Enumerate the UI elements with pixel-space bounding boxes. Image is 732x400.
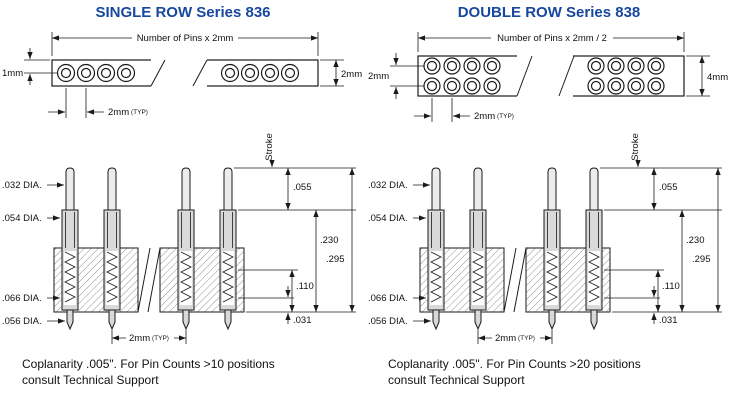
dim-tail-label: .031 <box>659 315 678 326</box>
coplanarity-note-line1: Coplanarity .005". For Pin Counts >10 po… <box>22 357 275 371</box>
dim-overall-label: .295 <box>326 254 345 265</box>
dia-body-label: .066 DIA. <box>2 293 42 304</box>
diameter-callouts: .032 DIA. .054 DIA. .066 DIA. .056 DIA. <box>368 180 431 327</box>
height-dimension-stack: .055 .230 .110 .031 .295 Stroke <box>600 133 722 326</box>
typ-label: (TYP) <box>152 335 169 342</box>
pin-hole <box>96 63 116 83</box>
pogo-pin <box>219 167 237 330</box>
coplanarity-note-line2: consult Technical Support <box>22 373 159 387</box>
dia-tail-label: .056 DIA. <box>2 316 42 327</box>
typ-label: (TYP) <box>518 335 535 342</box>
pin-hole <box>607 57 625 75</box>
typ-label: (TYP) <box>497 113 514 120</box>
pitch-dimension-label: 2mm <box>474 111 495 122</box>
row-pitch-dimension: 2mm <box>368 53 424 99</box>
offset-dimension: 1mm <box>2 48 58 85</box>
pin-hole <box>76 63 96 83</box>
pogo-pin <box>585 167 603 330</box>
height-dimension-label: 2mm <box>341 69 362 80</box>
pin-hole <box>260 63 280 83</box>
pin-hole <box>443 77 461 95</box>
pin-hole <box>463 77 481 95</box>
pin-hole <box>220 63 240 83</box>
dim-body-label: .230 <box>320 235 339 246</box>
double-row-cross-section: .032 DIA. .054 DIA. .066 DIA. .056 DIA. … <box>368 133 722 344</box>
stroke-label: Stroke <box>264 133 275 160</box>
width-dimension-label: Number of Pins x 2mm / 2 <box>497 33 607 44</box>
dim-body-label: .230 <box>686 235 705 246</box>
pin-hole <box>587 57 605 75</box>
pin-hole <box>240 63 260 83</box>
pin-hole <box>627 77 645 95</box>
pogo-pin <box>177 167 195 330</box>
stroke-label: Stroke <box>630 133 641 160</box>
pin-hole <box>423 57 441 75</box>
dim-lower-label: .110 <box>296 281 314 292</box>
pogo-pin <box>427 167 445 330</box>
width-dimension-label: Number of Pins x 2mm <box>137 33 234 44</box>
pogo-pin <box>469 167 487 330</box>
dia-tail-label: .056 DIA. <box>368 316 408 327</box>
double-row-title: DOUBLE ROW Series 838 <box>458 4 641 21</box>
height-dimension-label: 4mm <box>707 72 728 83</box>
pin-hole <box>647 57 665 75</box>
offset-dimension-label: 1mm <box>2 68 23 79</box>
break-line <box>150 59 166 87</box>
dia-plunger-label: .032 DIA. <box>2 180 42 191</box>
section-pitch-label: 2mm <box>129 333 150 344</box>
dia-body-label: .066 DIA. <box>368 293 408 304</box>
height-dimension: 4mm <box>686 55 728 97</box>
dim-overall-label: .295 <box>692 254 711 265</box>
pin-hole <box>280 63 300 83</box>
dim-exposed-label: .055 <box>293 182 312 193</box>
break-line <box>558 55 575 97</box>
section-pitch-dimension: 2mm (TYP) <box>477 330 553 344</box>
pin-hole <box>587 77 605 95</box>
dia-barrel-label: .054 DIA. <box>368 213 408 224</box>
pin-hole <box>607 77 625 95</box>
height-dimension: 2mm <box>320 59 362 87</box>
break-line <box>147 247 161 313</box>
single-row-cross-section: .032 DIA. .054 DIA. .066 DIA. .056 DIA. … <box>2 133 356 344</box>
pin-hole <box>116 63 136 83</box>
pitch-dimension: 2mm (TYP) <box>414 98 514 122</box>
pin-hole <box>627 57 645 75</box>
break-line <box>513 247 527 313</box>
diameter-callouts: .032 DIA. .054 DIA. .066 DIA. .056 DIA. <box>2 180 65 327</box>
section-pitch-dimension: 2mm (TYP) <box>111 330 187 344</box>
row-pitch-label: 2mm <box>368 71 389 82</box>
break-line <box>192 59 208 87</box>
single-row-title: SINGLE ROW Series 836 <box>95 4 270 21</box>
pogo-pin <box>103 167 121 330</box>
double-row-diagram: DOUBLE ROW Series 838 Number of Pins x 2… <box>368 4 728 387</box>
dim-exposed-label: .055 <box>659 182 678 193</box>
section-pitch-label: 2mm <box>495 333 516 344</box>
pin-hole <box>483 57 501 75</box>
coplanarity-note-line2: consult Technical Support <box>388 373 525 387</box>
pin-hole <box>463 57 481 75</box>
height-dimension-stack: .055 .230 .110 .031 .295 Stroke <box>234 133 356 326</box>
dia-plunger-label: .032 DIA. <box>368 180 408 191</box>
dim-tail-label: .031 <box>293 315 312 326</box>
pin-hole <box>647 77 665 95</box>
pin-hole <box>56 63 76 83</box>
dia-barrel-label: .054 DIA. <box>2 213 42 224</box>
coplanarity-note-line1: Coplanarity .005". For Pin Counts >20 po… <box>388 357 641 371</box>
double-row-top-view: Number of Pins x 2mm / 2 <box>368 32 728 122</box>
pitch-dimension: 2mm (TYP) <box>48 88 148 118</box>
pin-hole <box>423 77 441 95</box>
pin-hole <box>483 77 501 95</box>
pogo-pin <box>61 167 79 330</box>
dim-lower-label: .110 <box>662 281 680 292</box>
typ-label: (TYP) <box>131 109 148 116</box>
break-line <box>516 55 533 97</box>
single-row-top-view: Number of Pins x 2mm 2mm <box>2 32 362 118</box>
pin-hole <box>443 57 461 75</box>
single-row-diagram: SINGLE ROW Series 836 Number of Pins x 2… <box>2 4 362 387</box>
break-line <box>137 247 151 313</box>
pogo-pin <box>543 167 561 330</box>
pitch-dimension-label: 2mm <box>108 107 129 118</box>
break-line <box>503 247 517 313</box>
